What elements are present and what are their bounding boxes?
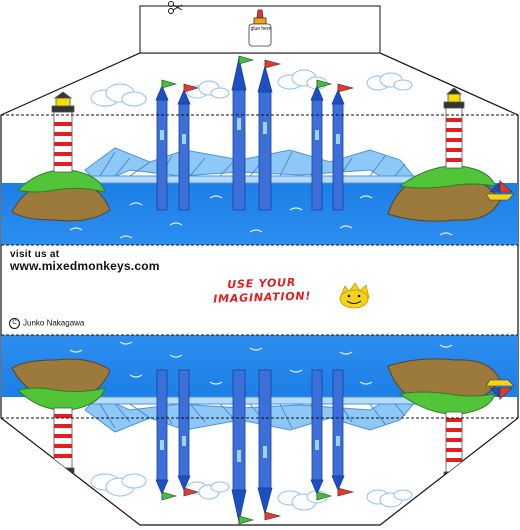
scissors-icon — [168, 1, 183, 14]
copyright-author: Junko Nakagawa — [23, 318, 85, 328]
smiley-face-icon — [339, 282, 370, 309]
visit-label: visit us at — [10, 249, 60, 260]
site-url[interactable]: www.mixedmonkeys.com — [10, 259, 160, 273]
copyright-symbol: C — [9, 318, 20, 329]
glue-label: glue here — [250, 26, 272, 32]
glue-bottle-icon — [248, 9, 272, 47]
slogan: USE YOUR IMAGINATION! — [192, 275, 333, 308]
